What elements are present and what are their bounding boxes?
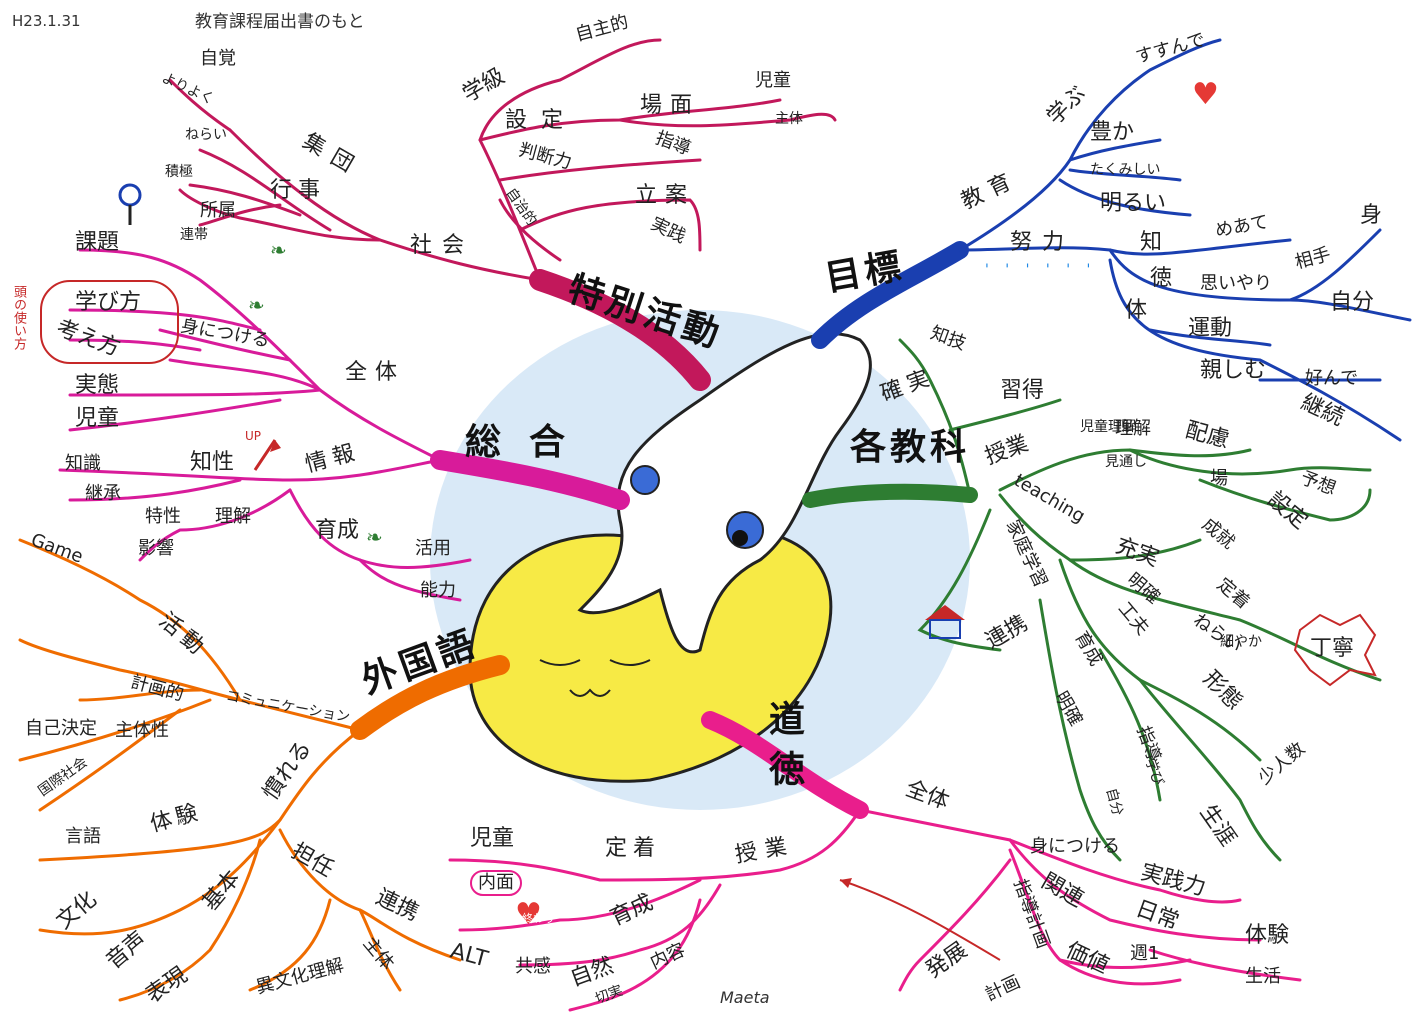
node-tai: 体 bbox=[1125, 298, 1148, 323]
node-komayaka: 細やか bbox=[1220, 634, 1262, 650]
node-mi: 身 bbox=[1360, 203, 1383, 228]
node-jittai: 実態 bbox=[75, 373, 120, 398]
house-icon bbox=[925, 605, 965, 620]
node-shozoku: 所属 bbox=[200, 200, 236, 221]
node-settei: 設定 bbox=[505, 108, 578, 133]
node-jibun-m: 自分 bbox=[1330, 290, 1375, 315]
date-label: H23.1.31 bbox=[12, 12, 81, 30]
dotoku-subbranches bbox=[448, 808, 1302, 1012]
heart-label: 終わり bbox=[522, 912, 555, 925]
node-katsuyo: 活用 bbox=[415, 538, 451, 559]
node-yutaka: 豊か bbox=[1090, 120, 1135, 145]
teinei-label: 丁寧 bbox=[1310, 636, 1355, 661]
signature: Maeta bbox=[720, 988, 770, 1007]
node-chi: 知 bbox=[1140, 230, 1163, 255]
learning-method-circle bbox=[40, 280, 179, 364]
branch-tokubetsu bbox=[529, 269, 711, 391]
node-shitashimu: 親しむ bbox=[1200, 358, 1267, 383]
side-note: 頭の使い方 bbox=[11, 285, 26, 350]
node-doryoku: 努力 bbox=[1010, 230, 1075, 255]
up-label: UP bbox=[245, 429, 262, 443]
node-seikatsu: 生活 bbox=[1245, 966, 1281, 987]
map-title: 教育課程届出書のもと bbox=[195, 12, 365, 32]
node-chishiki: 知識 bbox=[65, 453, 101, 474]
node-toku: 徳 bbox=[1150, 266, 1173, 291]
gaikokugo-subbranches bbox=[18, 538, 462, 1002]
node-jikaku: 自覚 bbox=[200, 48, 236, 69]
squid-illustration bbox=[577, 332, 872, 654]
dotoku-arrow bbox=[839, 879, 1001, 961]
node-chisei: 知性 bbox=[190, 450, 235, 475]
node-shutaisei: 主体性 bbox=[115, 720, 169, 741]
sprout-icon-2: ❧ bbox=[248, 293, 265, 317]
node-undo: 運動 bbox=[1188, 316, 1233, 341]
node-manabikata: 学び方 bbox=[75, 290, 142, 315]
node-bamen: 場面 bbox=[640, 93, 701, 118]
node-rikai-s: 理解 bbox=[215, 506, 251, 527]
node-nerai-t: ねらい bbox=[185, 127, 227, 143]
node-jido-t: 児童 bbox=[755, 70, 791, 91]
node-ba: 場 bbox=[1210, 468, 1228, 489]
squid-eye-left bbox=[630, 465, 660, 495]
sprout-icon-1: ❧ bbox=[270, 238, 287, 262]
node-shutoku: 習得 bbox=[1000, 378, 1045, 403]
node-kyokan: 共感 bbox=[515, 956, 551, 977]
node-shakai: 社会 bbox=[410, 233, 475, 258]
node-jiko-kettei: 自己決定 bbox=[25, 718, 97, 739]
rain-drops: ' ' ' ' ' ' bbox=[985, 262, 1097, 278]
kakukyoka-subbranches bbox=[898, 338, 1382, 862]
node-eikyo: 影響 bbox=[138, 538, 174, 559]
branch-sogo bbox=[430, 450, 630, 510]
node-noryoku: 能力 bbox=[420, 580, 456, 601]
node-akarui: 明るい bbox=[1100, 191, 1167, 216]
branch-gaikokugo bbox=[350, 655, 510, 740]
node-kononde: 好んで bbox=[1305, 368, 1359, 389]
teinei-burst bbox=[1293, 613, 1377, 687]
main-sogo: 総合 bbox=[465, 422, 594, 463]
main-kakukyoka: 各教科 bbox=[850, 427, 971, 468]
node-teichaku-d: 定着 bbox=[605, 836, 662, 861]
heart-dotoku: ♥ bbox=[515, 897, 542, 932]
node-mitoshi: 見通し bbox=[1105, 454, 1147, 470]
node-omoiyari: 思いやり bbox=[1200, 273, 1272, 294]
node-zentai-s: 全体 bbox=[345, 360, 406, 385]
tokubetsu-subbranches bbox=[168, 38, 837, 282]
up-arrow bbox=[253, 439, 277, 471]
node-taiken-d: 体験 bbox=[1245, 923, 1290, 948]
branch-mokuhyo bbox=[811, 241, 969, 349]
sprout-icon-3: ❧ bbox=[366, 525, 383, 549]
node-keisho: 継承 bbox=[85, 483, 121, 504]
node-jido-s: 児童 bbox=[75, 406, 120, 431]
yellow-creature bbox=[468, 527, 833, 783]
magnifier-icon bbox=[118, 183, 142, 207]
node-jido-d: 児童 bbox=[470, 826, 515, 851]
node-jido-rikai: 児童理解 bbox=[1080, 419, 1136, 435]
node-rikai-k: 理解 bbox=[1115, 418, 1151, 439]
node-mini-tsukeru-d: 身につける bbox=[1030, 836, 1120, 857]
node-naimen: 内面 bbox=[470, 870, 522, 896]
node-gyoji: 行事 bbox=[270, 178, 327, 203]
branch-dotoku bbox=[701, 711, 869, 819]
heart-top-right: ♥ bbox=[1192, 77, 1219, 112]
node-kadai: 課題 bbox=[75, 230, 120, 255]
node-rian: 立案 bbox=[635, 183, 696, 208]
main-dotoku: 道徳 bbox=[763, 700, 804, 800]
branch-kakukyoka bbox=[802, 483, 978, 508]
node-shu1: 週1 bbox=[1130, 943, 1160, 964]
node-sekkyoku: 積極 bbox=[165, 164, 193, 180]
node-ikusei-s: 育成 bbox=[315, 518, 360, 543]
node-shutai-t: 主体 bbox=[775, 111, 803, 127]
node-takumashii: たくみしい bbox=[1090, 162, 1161, 178]
node-rentai: 連帯 bbox=[180, 227, 208, 243]
node-gengo: 言語 bbox=[65, 826, 101, 847]
mokuhyo-subbranches bbox=[958, 38, 1412, 442]
node-tokusei: 特性 bbox=[145, 506, 181, 527]
